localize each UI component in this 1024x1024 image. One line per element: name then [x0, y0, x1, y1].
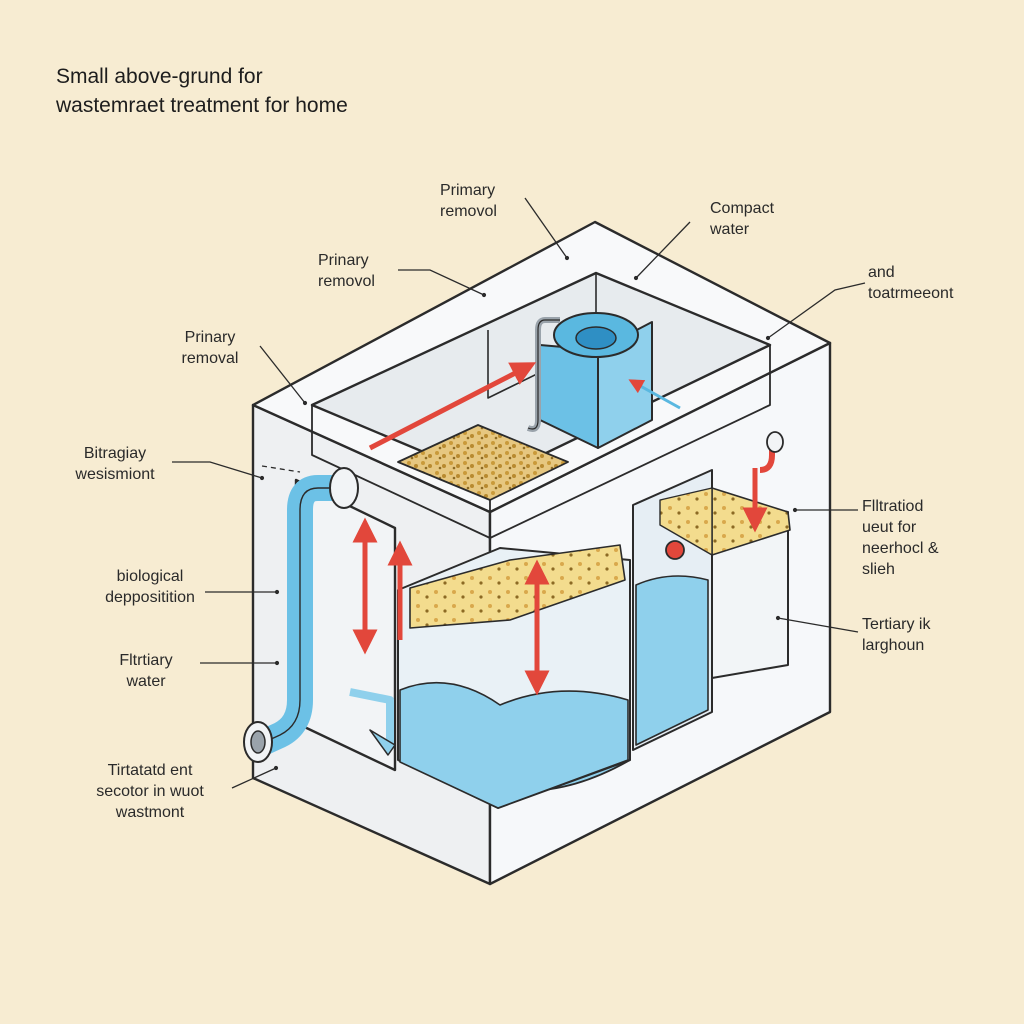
- title-line-1: Small above-grund for: [56, 65, 263, 88]
- label-line: biological: [116, 568, 184, 585]
- label-line: slieh: [862, 561, 895, 578]
- label-line: Tirtatatd ent: [107, 762, 193, 779]
- label-line: wastmont: [115, 804, 185, 821]
- primary-gravel: [397, 424, 569, 501]
- label-line: ueut for: [862, 519, 917, 536]
- label-primary-removal-left: Prinary removol: [318, 250, 375, 292]
- label-line: removal: [181, 350, 239, 367]
- label-bitragiay: Bitragiay wesismiont: [60, 443, 170, 485]
- label-line: water: [710, 221, 750, 238]
- inlet-pipe-top-cap: [329, 467, 359, 509]
- label-line: water: [126, 673, 166, 690]
- label-line: toatrmeeont: [868, 285, 954, 302]
- label-line: Primary: [440, 182, 496, 199]
- title-line-2: wastemraet treatment for home: [56, 94, 348, 117]
- label-line: removol: [318, 273, 375, 290]
- label-line: Bitragiay: [83, 445, 147, 462]
- label-line: Prinary: [184, 329, 236, 346]
- return-pipe: [759, 440, 775, 473]
- flow-arrow-icon: [628, 379, 681, 410]
- label-line: wesismiont: [75, 466, 155, 483]
- flow-arrow-icon: [368, 362, 537, 451]
- drain-pipe: [349, 688, 394, 745]
- label-line: neerhocl &: [862, 540, 939, 557]
- label-compact-water: Compact water: [710, 198, 774, 240]
- label-treatment: and toatrmeeont: [868, 262, 953, 304]
- label-line: Fltrtiary: [119, 652, 173, 669]
- diagram-title: Small above-grund for wastemraet treatme…: [56, 62, 476, 120]
- label-line: Tertiary ik: [862, 616, 931, 633]
- label-line: larghoun: [862, 637, 925, 654]
- label-tertiary-lagoon: Tertiary ik larghoun: [862, 614, 930, 656]
- drain-icon: [369, 729, 396, 756]
- label-filtrtiary-water: Fltrtiary water: [96, 650, 196, 692]
- label-line: Flltratiod: [862, 498, 924, 515]
- flow-arrows: [352, 362, 768, 696]
- label-primary-removal-top: Primary removol: [440, 180, 497, 222]
- valve-icon: [665, 540, 685, 560]
- label-line: Prinary: [318, 252, 369, 269]
- label-tertiary-sector: Tirtatatd ent secotor in wuot wastmont: [70, 760, 230, 823]
- label-primary-removal-upper: Prinary removal: [160, 327, 260, 369]
- label-line: secotor in wuot: [96, 783, 204, 800]
- label-line: deppositition: [105, 589, 195, 606]
- label-line: removol: [440, 203, 497, 220]
- label-biological-deposition: biological deppositition: [90, 566, 210, 608]
- label-line: and: [868, 264, 895, 281]
- label-line: Compact: [710, 200, 775, 217]
- bio-foam: [409, 544, 626, 629]
- label-filtration-unit: Flltratiod ueut for neerhocl & slieh: [862, 496, 939, 580]
